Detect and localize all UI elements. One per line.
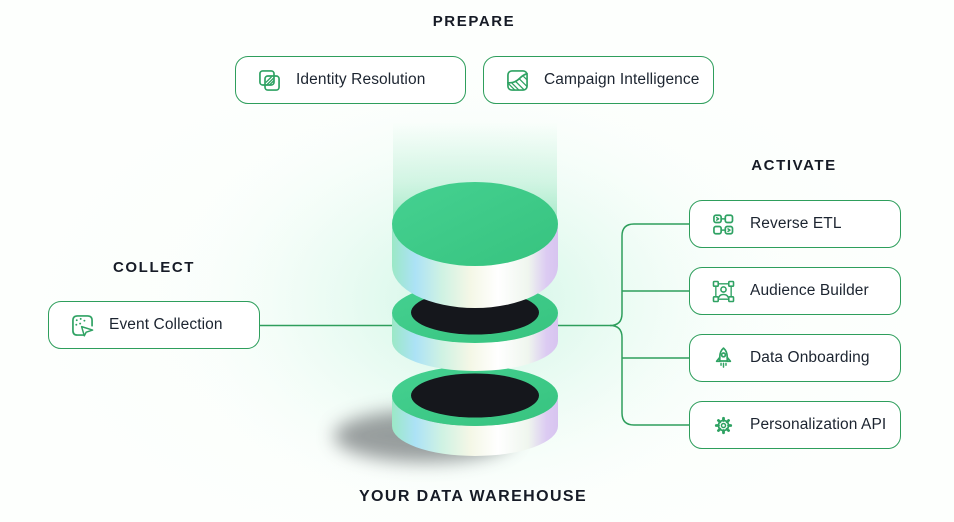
prepare-item-label: Campaign Intelligence: [544, 71, 700, 88]
activate-heading: ACTIVATE: [751, 157, 837, 174]
activate-item-data-onboarding[interactable]: Data Onboarding: [689, 334, 901, 382]
collect-item-label: Event Collection: [109, 316, 223, 333]
prepare-item-label: Identity Resolution: [296, 71, 426, 88]
connector-lines: [260, 223, 689, 426]
disc-bottom: [392, 366, 558, 456]
connector-fork-up: [609, 223, 689, 327]
event-collection-icon: [69, 312, 96, 339]
prepare-item-campaign-intelligence[interactable]: Campaign Intelligence: [483, 56, 714, 104]
identity-resolution-icon: [256, 67, 283, 94]
personalization-api-icon: [710, 412, 737, 439]
warehouse-heading: YOUR DATA WAREHOUSE: [358, 488, 588, 505]
audience-builder-icon: [710, 278, 737, 305]
collect-item-event-collection[interactable]: Event Collection: [48, 301, 260, 349]
reverse-etl-icon: [710, 211, 737, 238]
activate-item-audience-builder[interactable]: Audience Builder: [689, 267, 901, 315]
collect-heading: COLLECT: [112, 259, 196, 276]
disc-bottom-hole: [411, 373, 539, 418]
activate-item-label: Audience Builder: [750, 282, 869, 299]
activate-item-personalization-api[interactable]: Personalization API: [689, 401, 901, 449]
connector-fork-down: [609, 324, 689, 426]
campaign-intelligence-icon: [504, 67, 531, 94]
activate-item-label: Personalization API: [750, 416, 887, 433]
prepare-heading: PREPARE: [432, 13, 516, 30]
disc-top: [392, 182, 558, 308]
activate-item-label: Reverse ETL: [750, 215, 842, 232]
prepare-item-identity-resolution[interactable]: Identity Resolution: [235, 56, 466, 104]
activate-item-reverse-etl[interactable]: Reverse ETL: [689, 200, 901, 248]
data-onboarding-icon: [710, 345, 737, 372]
activate-item-label: Data Onboarding: [750, 349, 870, 366]
